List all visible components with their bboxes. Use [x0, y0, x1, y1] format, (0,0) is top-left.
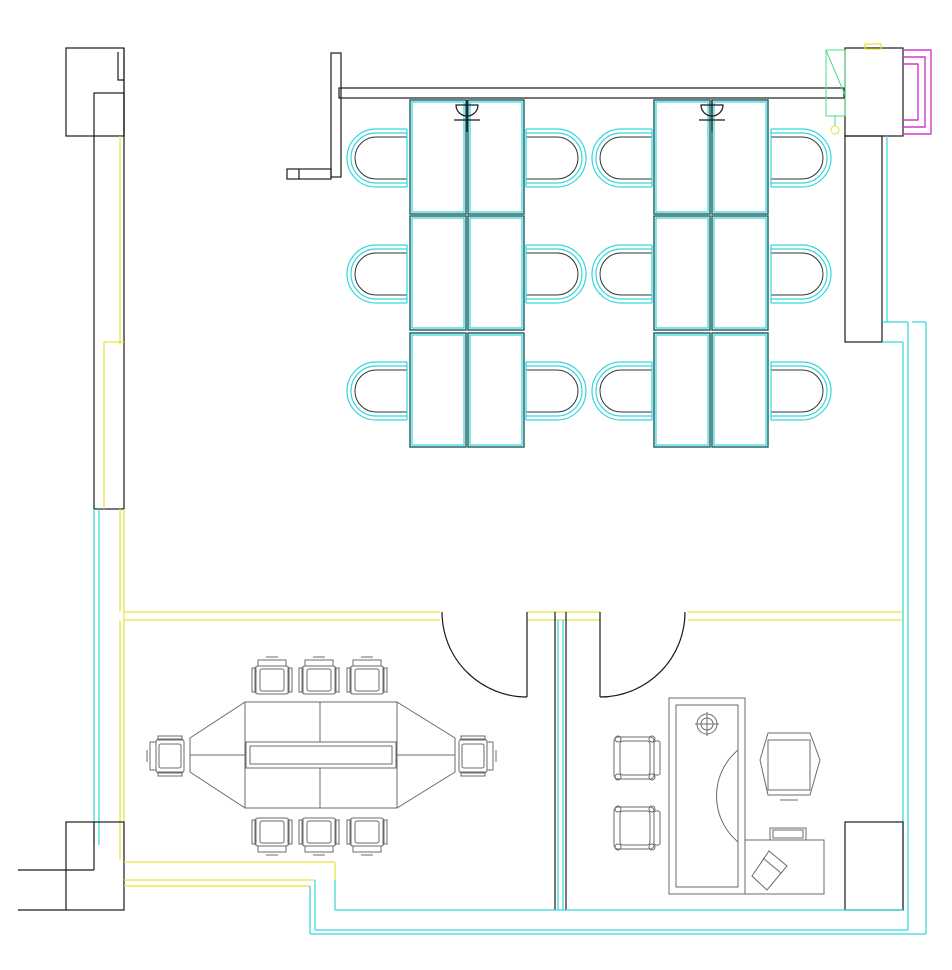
desk: [467, 332, 525, 448]
meeting-chairs: [146, 656, 497, 856]
desk: [409, 332, 467, 448]
lamp-icon: [454, 100, 480, 132]
desk-chair: [770, 128, 832, 188]
left-wall: [65, 47, 125, 860]
meeting-chair: [251, 656, 293, 695]
partition-bottom: [124, 321, 927, 935]
desk-chair: [525, 361, 587, 421]
meeting-chair: [346, 817, 388, 856]
desk: [409, 99, 467, 215]
executive-desk: [668, 697, 746, 895]
meeting-chair: [346, 656, 388, 695]
desk-chair: [591, 361, 653, 421]
guest-chair: [613, 805, 661, 851]
executive-chair: [759, 732, 821, 801]
desk: [653, 215, 711, 331]
desk-chair: [770, 361, 832, 421]
meeting-chair: [458, 735, 497, 777]
meeting-chair: [146, 735, 185, 777]
desk-chair: [346, 361, 408, 421]
lamp-icon: [699, 100, 725, 132]
desk: [711, 332, 769, 448]
fixture-top-right: [825, 43, 932, 135]
door-private-office: [599, 611, 686, 698]
door-meeting-room: [441, 611, 528, 698]
desk: [653, 99, 711, 215]
desk-chair: [525, 128, 587, 188]
desk-chair: [591, 128, 653, 188]
meeting-chair: [251, 817, 293, 856]
meeting-chair: [298, 817, 340, 856]
desk: [711, 215, 769, 331]
meeting-table: [189, 701, 456, 809]
open-office-desks: [346, 99, 832, 448]
desk-chair: [346, 128, 408, 188]
guest-chairs: [613, 735, 661, 851]
top-interior-wall: [286, 52, 845, 180]
desk-lamps: [454, 100, 725, 132]
desk-chair: [525, 244, 587, 304]
desk: [711, 99, 769, 215]
partition-horizontal: [124, 611, 903, 910]
desk: [409, 215, 467, 331]
guest-chair: [613, 735, 661, 781]
desk-chair: [770, 244, 832, 304]
desk: [467, 99, 525, 215]
right-wall: [844, 47, 909, 930]
desk-chair: [591, 244, 653, 304]
desk-chair: [346, 244, 408, 304]
side-desk: [744, 827, 825, 895]
desk: [467, 215, 525, 331]
meeting-chair: [298, 656, 340, 695]
column-bottom-left: [18, 821, 125, 911]
desk: [653, 332, 711, 448]
